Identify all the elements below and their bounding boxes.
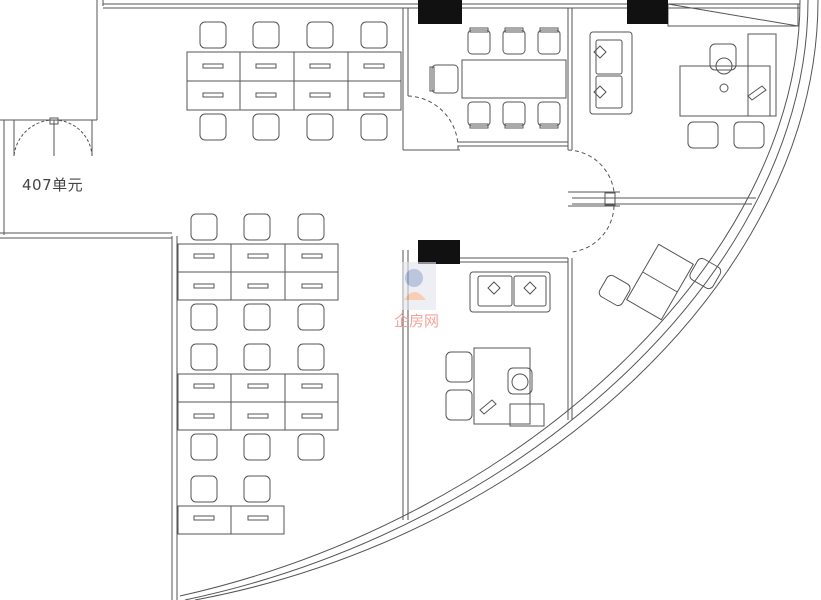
meeting-room xyxy=(403,8,572,150)
unit-label: 407单元 xyxy=(22,176,84,194)
executive-office-top xyxy=(572,32,776,204)
corridor-doors xyxy=(568,150,620,252)
workstation-block-2 xyxy=(178,344,338,460)
curved-facade xyxy=(180,0,818,600)
structural-columns xyxy=(418,0,668,264)
workstation-block-1 xyxy=(178,214,338,330)
angled-workstation xyxy=(597,222,722,343)
unit-407-door xyxy=(14,118,92,156)
workstation-block-top xyxy=(187,22,401,140)
conference-chairs xyxy=(430,28,560,128)
watermark-text: 企房网 xyxy=(394,312,440,330)
watermark-figure xyxy=(402,262,436,310)
outer-walls xyxy=(0,0,800,600)
workstation-block-3 xyxy=(178,476,284,534)
